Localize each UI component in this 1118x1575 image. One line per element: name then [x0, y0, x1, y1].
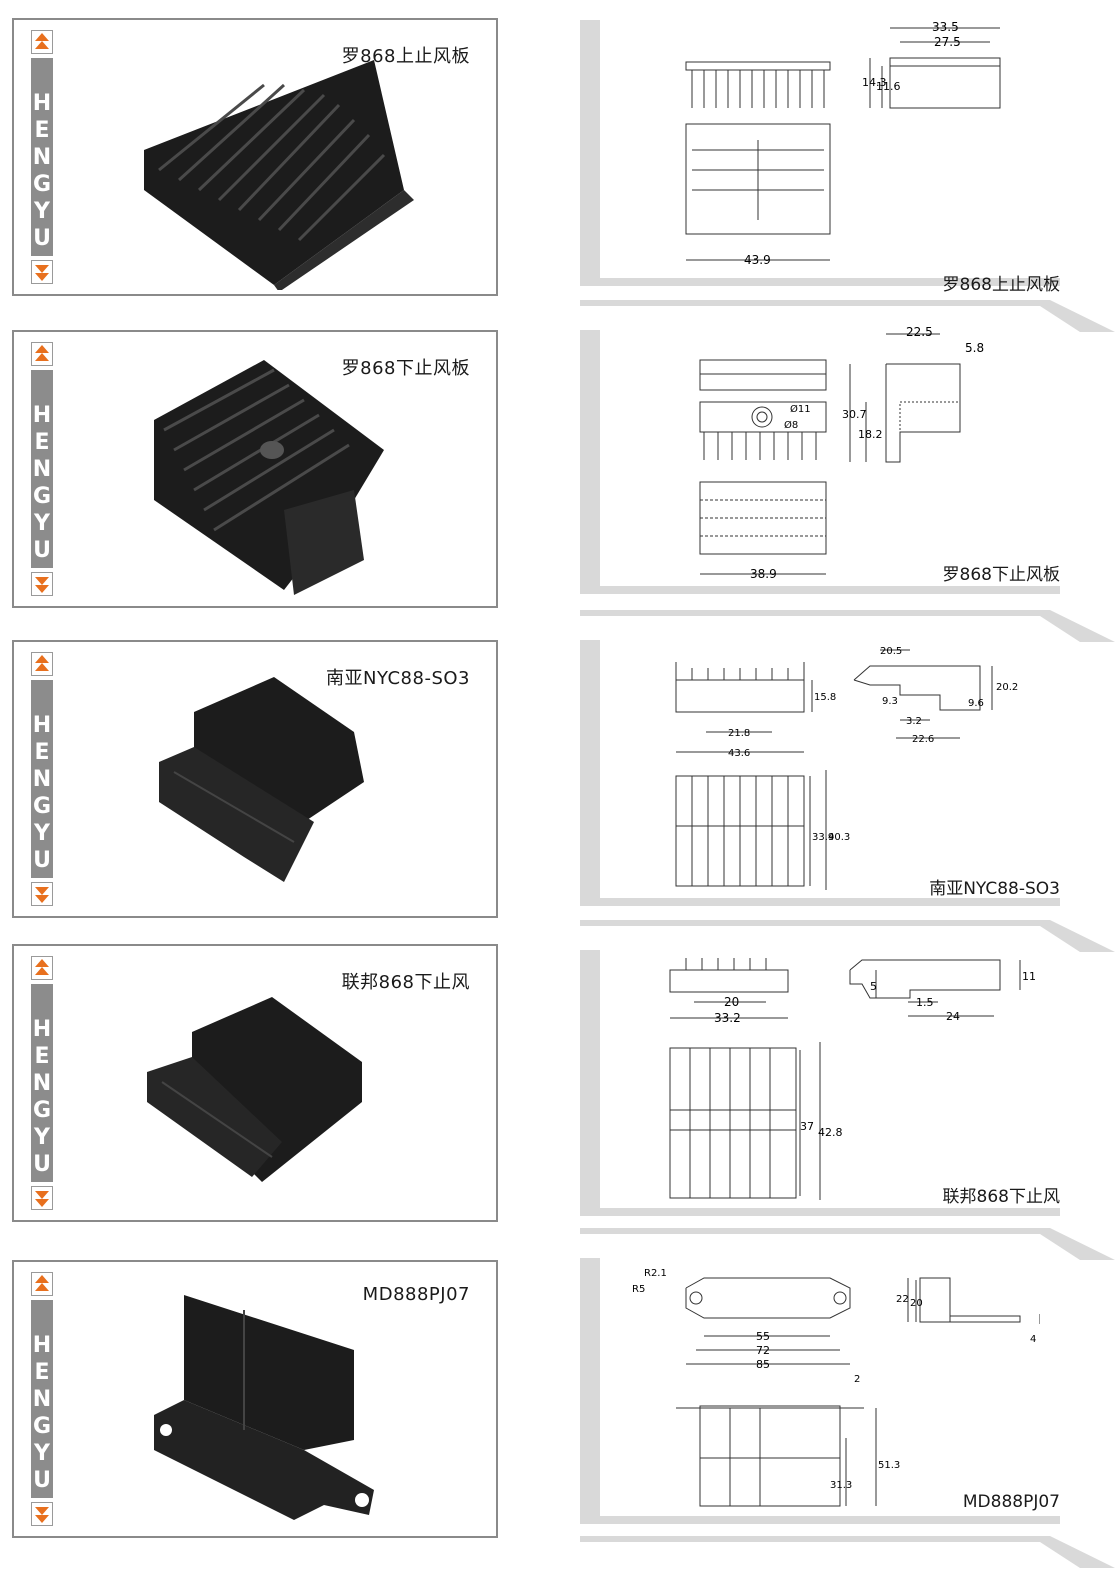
svg-text:18.2: 18.2: [858, 428, 883, 441]
product-title: 罗868下止风板: [341, 358, 470, 379]
svg-text:Ø11: Ø11: [790, 403, 811, 415]
svg-text:22.5: 22.5: [906, 325, 933, 339]
svg-text:30.7: 30.7: [842, 408, 867, 421]
svg-text:R2.1: R2.1: [644, 1268, 667, 1279]
technical-drawing: 20 33.2 5 11 1.5 24 37 42.8: [669, 958, 1036, 1200]
drawing-caption: 罗868下止风板: [942, 565, 1060, 585]
svg-text:1.5: 1.5: [916, 996, 934, 1009]
scroll-up-icon[interactable]: [31, 956, 53, 980]
scroll-up-icon[interactable]: [31, 652, 53, 676]
svg-text:55: 55: [756, 1330, 770, 1343]
product-title: MD888PJ07: [362, 1284, 470, 1305]
svg-text:24: 24: [946, 1010, 960, 1023]
svg-text:20.2: 20.2: [996, 682, 1018, 693]
mount-photo: [159, 677, 364, 882]
svg-text:Ø8: Ø8: [784, 419, 798, 431]
scroll-up-icon[interactable]: [31, 1272, 53, 1296]
technical-drawing: R2.1 R5 55 72 85 2 22 20 4 51.3 31.3: [632, 1268, 1040, 1507]
svg-text:43.9: 43.9: [744, 253, 771, 267]
svg-text:5: 5: [870, 980, 877, 993]
svg-text:11.6: 11.6: [876, 80, 901, 93]
drawing-caption: MD888PJ07: [962, 1492, 1060, 1512]
svg-text:5.8: 5.8: [965, 341, 984, 355]
technical-drawing: 33.5 27.5 14.3 11.6 43.9: [685, 20, 1001, 267]
svg-text:4: 4: [1030, 1334, 1036, 1345]
technical-drawing: 20.5 20.2 9.3 9.6 3.2 22.6 15.8 21.8 43.…: [675, 646, 1018, 890]
svg-text:15.8: 15.8: [814, 692, 836, 703]
scroll-up-icon[interactable]: [31, 30, 53, 54]
drawing-panel: R2.1 R5 55 72 85 2 22 20 4 51.3 31.3 MD8…: [580, 1228, 1118, 1575]
svg-text:14.3: 14.3: [862, 76, 887, 89]
svg-text:43.6: 43.6: [728, 748, 750, 759]
drawing-panel: 20.5 20.2 9.3 9.6 3.2 22.6 15.8 21.8 43.…: [580, 610, 1118, 920]
mount-photo: [147, 997, 362, 1182]
svg-text:R5: R5: [632, 1284, 645, 1295]
heatsink-photo: [144, 60, 414, 290]
scroll-down-icon[interactable]: [31, 260, 53, 284]
drawing-panel: 22.5 5.8 30.7 18.2 Ø11 Ø8 38.9 罗868下止风板: [580, 300, 1118, 610]
panel-separator: [580, 920, 1118, 952]
svg-text:33.5: 33.5: [932, 20, 959, 34]
svg-text:2: 2: [854, 1374, 860, 1385]
svg-text:20: 20: [910, 1298, 923, 1309]
mount-photo: [154, 1295, 374, 1520]
svg-text:33.2: 33.2: [714, 1011, 741, 1025]
panel-separator: [580, 610, 1118, 642]
svg-text:40.3: 40.3: [828, 832, 850, 843]
svg-text:11: 11: [1022, 970, 1036, 983]
svg-text:22: 22: [896, 1294, 909, 1305]
svg-text:37: 37: [800, 1120, 814, 1133]
panel-separator: [580, 1536, 1118, 1568]
product-title: 联邦868下止风: [341, 972, 470, 993]
drawing-caption: 罗868上止风板: [942, 275, 1060, 295]
drawing-caption: 南亚NYC88-SO3: [929, 879, 1060, 899]
svg-text:72: 72: [756, 1344, 770, 1357]
svg-text:85: 85: [756, 1358, 770, 1371]
svg-text:3.2: 3.2: [906, 716, 922, 727]
svg-text:9.6: 9.6: [968, 698, 984, 709]
svg-text:33.9: 33.9: [812, 832, 834, 843]
svg-text:20.5: 20.5: [880, 646, 902, 657]
svg-text:27.5: 27.5: [934, 35, 961, 49]
svg-text:20: 20: [724, 995, 739, 1009]
scroll-down-icon[interactable]: [31, 1502, 53, 1526]
scroll-up-icon[interactable]: [31, 342, 53, 366]
scroll-down-icon[interactable]: [31, 882, 53, 906]
technical-drawing: 22.5 5.8 30.7 18.2 Ø11 Ø8 38.9: [699, 325, 984, 581]
svg-text:42.8: 42.8: [818, 1126, 843, 1139]
svg-text:51.3: 51.3: [878, 1460, 900, 1471]
scroll-down-icon[interactable]: [31, 1186, 53, 1210]
svg-text:31.3: 31.3: [830, 1480, 852, 1491]
panel-separator: [580, 1228, 1118, 1260]
scroll-down-icon[interactable]: [31, 572, 53, 596]
panel-separator: [580, 300, 1118, 332]
svg-text:38.9: 38.9: [750, 567, 777, 581]
drawing-caption: 联邦868下止风: [942, 1187, 1060, 1207]
svg-text:21.8: 21.8: [728, 728, 750, 739]
drawing-panel: 33.5 27.5 14.3 11.6 43.9 罗868上止风板: [580, 20, 1118, 320]
product-title: 南亚NYC88-SO3: [326, 668, 470, 689]
heatsink-photo: [154, 360, 384, 595]
svg-text:22.6: 22.6: [912, 734, 934, 745]
drawing-panel: 20 33.2 5 11 1.5 24 37 42.8 联邦868下止风: [580, 920, 1118, 1230]
svg-text:9.3: 9.3: [882, 696, 898, 707]
